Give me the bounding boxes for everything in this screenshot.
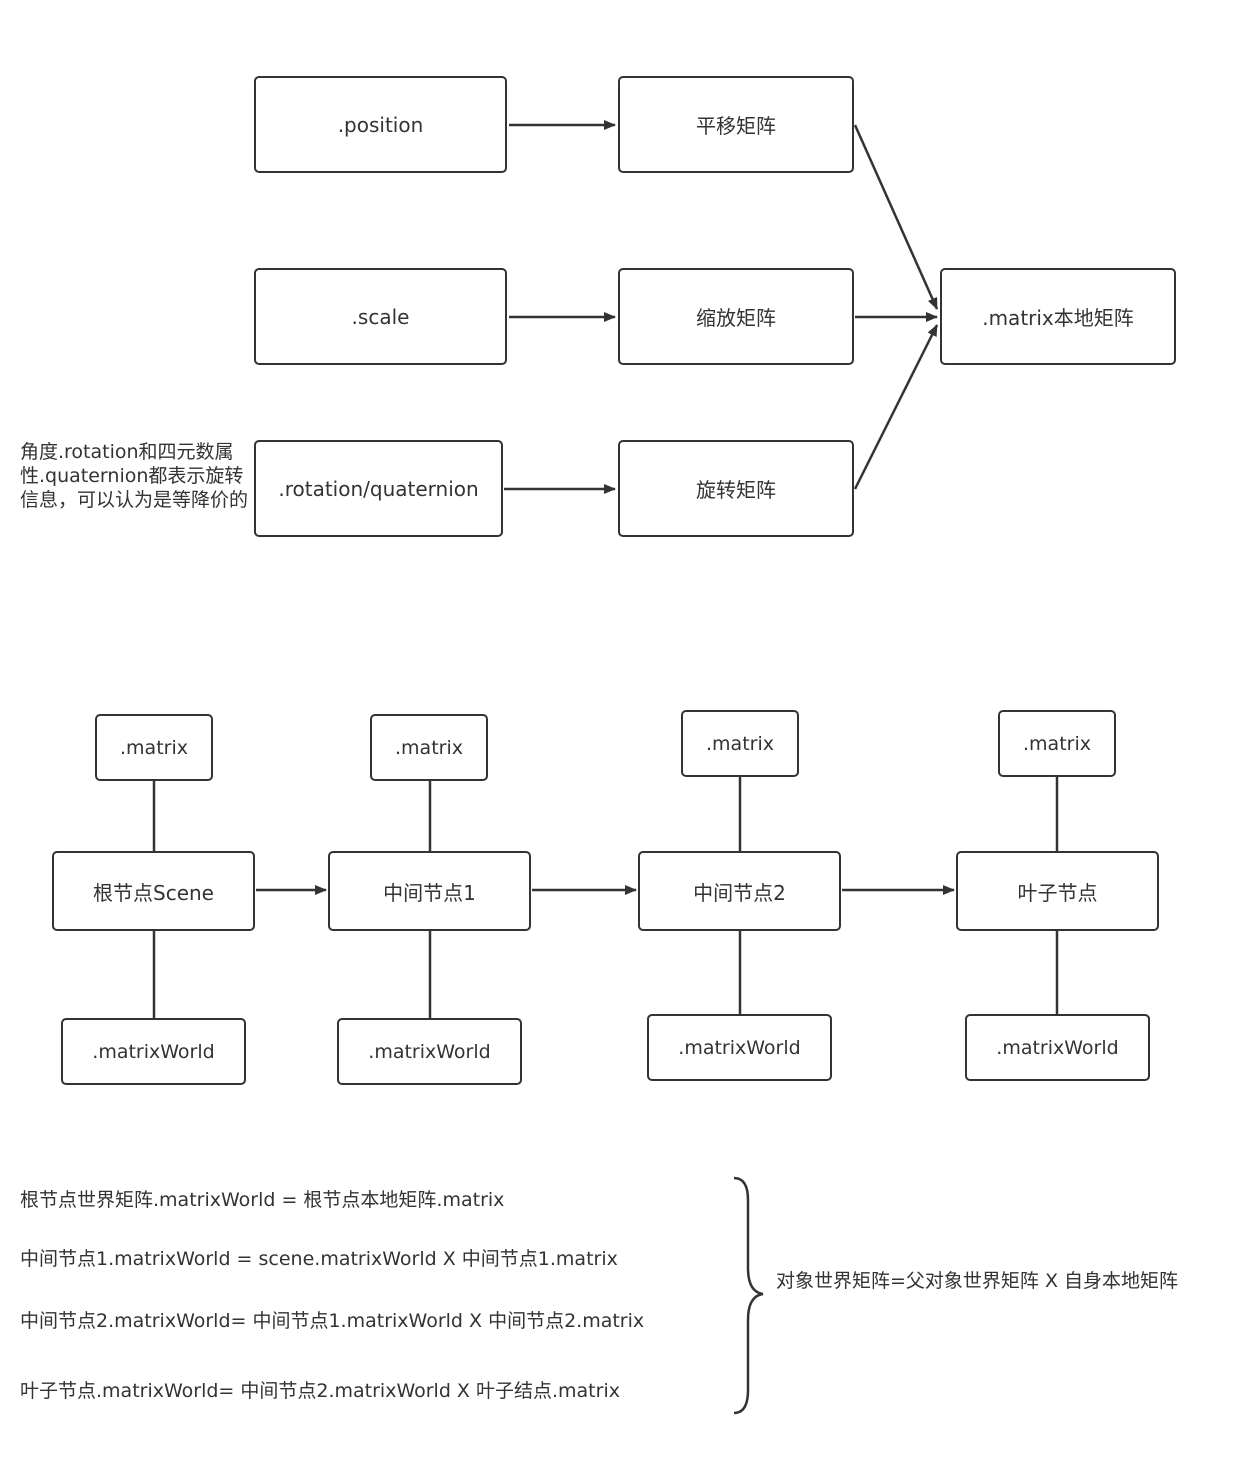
root-matrixworld-label: .matrixWorld xyxy=(92,1040,215,1063)
local-matrix-label: .matrix本地矩阵 xyxy=(982,306,1134,330)
summary-text: 对象世界矩阵=父对象世界矩阵 X 自身本地矩阵 xyxy=(776,1270,1179,1292)
mid1-matrix-box: .matrix xyxy=(370,714,488,781)
rotation-note: 角度.rotation和四元数属性.quaternion都表示旋转信息，可以认为… xyxy=(20,441,249,511)
root-node-box: 根节点Scene xyxy=(52,851,255,931)
formula-mid1: 中间节点1.matrixWorld = scene.matrixWorld X … xyxy=(20,1248,618,1270)
mid1-node-box: 中间节点1 xyxy=(328,851,531,931)
rotation-label: .rotation/quaternion xyxy=(278,476,479,501)
position-box: .position xyxy=(254,76,507,173)
scale-label: .scale xyxy=(351,304,410,329)
leaf-node-label: 叶子节点 xyxy=(1017,880,1098,905)
mid1-matrix-label: .matrix xyxy=(395,736,463,759)
root-matrix-label: .matrix xyxy=(120,736,188,759)
mid2-matrix-box: .matrix xyxy=(681,710,799,777)
translation-matrix-label: 平移矩阵 xyxy=(696,114,776,138)
mid2-node-box: 中间节点2 xyxy=(638,851,841,931)
leaf-matrixworld-label: .matrixWorld xyxy=(996,1036,1119,1059)
mid1-matrixworld-box: .matrixWorld xyxy=(337,1018,522,1085)
arrow-translation-to-local xyxy=(853,124,939,310)
rotation-box: .rotation/quaternion xyxy=(254,440,503,537)
scale-box: .scale xyxy=(254,268,507,365)
formula-mid2: 中间节点2.matrixWorld= 中间节点1.matrixWorld X 中… xyxy=(20,1310,645,1332)
root-matrixworld-box: .matrixWorld xyxy=(61,1018,246,1085)
translation-matrix-box: 平移矩阵 xyxy=(618,76,854,173)
scale-matrix-box: 缩放矩阵 xyxy=(618,268,854,365)
rotation-matrix-box: 旋转矩阵 xyxy=(618,440,854,537)
mid2-node-label: 中间节点2 xyxy=(693,880,786,905)
leaf-matrixworld-box: .matrixWorld xyxy=(965,1014,1150,1081)
position-label: .position xyxy=(337,112,424,137)
formula-leaf: 叶子节点.matrixWorld= 中间节点2.matrixWorld X 叶子… xyxy=(20,1380,620,1402)
mid2-matrix-label: .matrix xyxy=(706,732,774,755)
root-node-label: 根节点Scene xyxy=(93,880,214,905)
leaf-node-box: 叶子节点 xyxy=(956,851,1159,931)
curly-brace xyxy=(733,1176,764,1415)
root-matrix-box: .matrix xyxy=(95,714,213,781)
mid1-matrixworld-label: .matrixWorld xyxy=(368,1040,491,1063)
scale-matrix-label: 缩放矩阵 xyxy=(696,306,776,330)
local-matrix-box: .matrix本地矩阵 xyxy=(940,268,1176,365)
leaf-matrix-label: .matrix xyxy=(1023,732,1091,755)
rotation-matrix-label: 旋转矩阵 xyxy=(696,478,776,502)
mid2-matrixworld-label: .matrixWorld xyxy=(678,1036,801,1059)
arrow-rotation-matrix-to-local xyxy=(853,324,939,490)
formula-root: 根节点世界矩阵.matrixWorld = 根节点本地矩阵.matrix xyxy=(20,1189,505,1211)
mid2-matrixworld-box: .matrixWorld xyxy=(647,1014,832,1081)
leaf-matrix-box: .matrix xyxy=(998,710,1116,777)
mid1-node-label: 中间节点1 xyxy=(383,880,476,905)
